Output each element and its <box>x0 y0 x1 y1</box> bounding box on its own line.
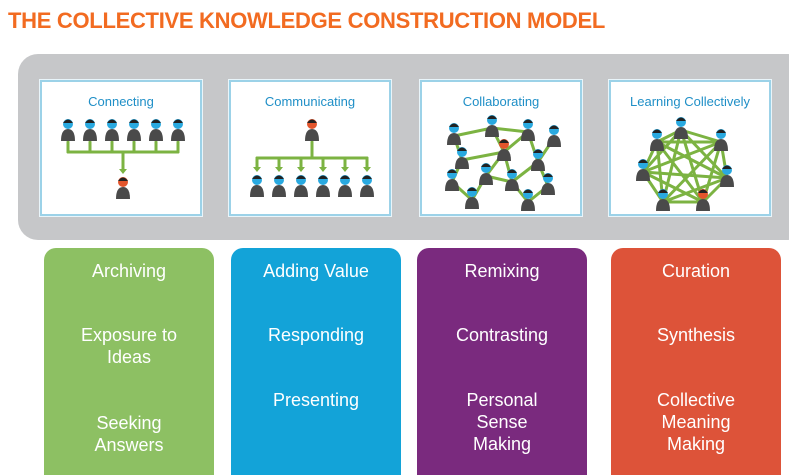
person-icon <box>521 119 535 141</box>
outcome-item: Curation <box>661 261 731 281</box>
person-icon <box>656 189 670 211</box>
outcome-column-communicating: Adding Value Responding Presenting <box>231 248 401 475</box>
person-icon <box>272 175 286 197</box>
person-icon <box>294 175 308 197</box>
stage-card-learning-collectively: Learning Collectively <box>609 80 771 216</box>
person-icon <box>61 119 75 141</box>
arrow-icon <box>319 167 327 172</box>
arrow-icon <box>341 167 349 172</box>
collaborating-network-icon <box>445 115 561 211</box>
person-icon <box>479 163 493 185</box>
connecting-network-icon <box>61 119 185 199</box>
person-icon <box>149 119 163 141</box>
communicating-network-icon <box>250 119 374 197</box>
leader-person-icon <box>116 177 130 199</box>
person-icon <box>171 119 185 141</box>
person-icon <box>455 147 469 169</box>
arrow-icon <box>363 167 371 172</box>
person-icon <box>674 117 688 139</box>
outcome-item: Archiving <box>91 261 167 281</box>
connector-line <box>452 126 494 138</box>
person-icon <box>360 175 374 197</box>
leader-person-icon <box>696 189 710 211</box>
person-icon <box>636 159 650 181</box>
learning-collectively-network-icon <box>636 117 734 211</box>
connector-line <box>655 140 729 180</box>
stage-card-collaborating: Collaborating <box>420 80 582 216</box>
arrow-icon <box>275 167 283 172</box>
person-icon <box>720 165 734 187</box>
outcome-item: Presenting <box>272 390 360 410</box>
stage-card-connecting: Connecting <box>40 80 202 216</box>
person-icon <box>505 169 519 191</box>
person-icon <box>547 125 561 147</box>
person-icon <box>531 149 545 171</box>
person-icon <box>447 123 461 145</box>
stage-label: Collaborating <box>462 94 540 109</box>
person-icon <box>250 175 264 197</box>
person-icon <box>465 187 479 209</box>
arrow-icon <box>297 167 305 172</box>
connector-line <box>679 128 723 144</box>
connector-line <box>490 126 530 134</box>
outcome-item: Synthesis <box>656 325 736 345</box>
leader-person-icon <box>305 119 319 141</box>
stage-label: Communicating <box>264 94 356 109</box>
stage-label: Connecting <box>88 94 154 109</box>
connector-line <box>641 170 729 180</box>
stage-card-communicating: Communicating <box>229 80 391 216</box>
arrow-icon <box>119 169 127 174</box>
arrow-icon <box>253 167 261 172</box>
person-icon <box>127 119 141 141</box>
person-icon <box>521 189 535 211</box>
person-icon <box>714 129 728 151</box>
outcome-item: Remixing <box>464 261 540 281</box>
person-icon <box>445 169 459 191</box>
person-icon <box>316 175 330 197</box>
page-title: THE COLLECTIVE KNOWLEDGE CONSTRUCTION MO… <box>8 8 605 33</box>
person-icon <box>541 173 555 195</box>
connector-line <box>641 140 723 174</box>
person-icon <box>338 175 352 197</box>
person-icon <box>105 119 119 141</box>
stage-label: Learning Collectively <box>630 94 750 109</box>
connector-line <box>679 128 729 180</box>
person-icon <box>485 115 499 137</box>
person-icon <box>83 119 97 141</box>
outcome-item: Adding Value <box>263 261 369 281</box>
outcome-item: Responding <box>267 325 365 345</box>
connector-line <box>460 150 506 162</box>
connector-line <box>641 170 705 204</box>
person-icon <box>650 129 664 151</box>
connector-line <box>661 140 723 204</box>
leader-person-icon <box>497 139 511 161</box>
outcome-item: Contrasting <box>455 325 549 345</box>
connector-line <box>655 140 705 204</box>
